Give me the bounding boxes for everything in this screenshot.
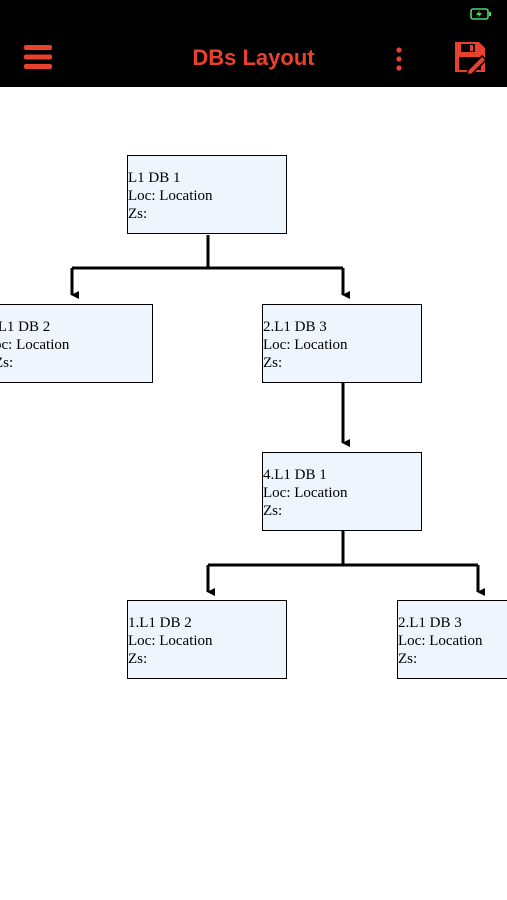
db-node-name: 1.L1 DB 2 (128, 615, 192, 631)
db-node-location: Loc: Location (398, 633, 483, 649)
vertical-dots-icon[interactable] (390, 44, 408, 74)
db-node-name: L1 DB 1 (128, 170, 181, 186)
save-edit-icon[interactable] (452, 39, 488, 76)
db-node-zs: Zs: (398, 651, 418, 667)
db-node-zs: Zs: (0, 355, 14, 371)
db-node-left[interactable]: .L1 DB 2 oc: Location Zs: (0, 304, 153, 383)
db-node-location: Loc: Location (128, 633, 213, 649)
db-node-location: Loc: Location (263, 485, 348, 501)
app-bar (0, 28, 507, 87)
connector-lines (70, 235, 485, 596)
connector-root-children (72, 235, 343, 270)
db-node-zs: Zs: (128, 651, 148, 667)
db-node-location: oc: Location (0, 337, 70, 353)
db-node-location: Loc: Location (263, 337, 348, 353)
hamburger-menu-icon[interactable] (22, 41, 54, 73)
db-node-zs: Zs: (263, 503, 283, 519)
db-node-zs: Zs: (263, 355, 283, 371)
db-node-location: Loc: Location (128, 188, 213, 204)
db-node-name: 2.L1 DB 3 (398, 615, 462, 631)
db-node-root[interactable]: L1 DB 1 Loc: Location Zs: (127, 155, 287, 234)
battery-charging-icon (470, 8, 491, 20)
db-node-sub-right[interactable]: 2.L1 DB 3 Loc: Location Zs: (397, 600, 507, 679)
status-bar (0, 0, 507, 28)
db-node-name: 2.L1 DB 3 (263, 319, 327, 335)
db-node-name: 4.L1 DB 1 (263, 467, 327, 483)
connector-sub-children (208, 531, 478, 567)
db-node-sub-left[interactable]: 1.L1 DB 2 Loc: Location Zs: (127, 600, 287, 679)
diagram-canvas[interactable]: L1 DB 1 Loc: Location Zs: .L1 DB 2 oc: L… (0, 87, 507, 900)
db-node-zs: Zs: (128, 206, 148, 222)
db-node-mid[interactable]: 2.L1 DB 3 Loc: Location Zs: (262, 304, 422, 383)
db-node-sub[interactable]: 4.L1 DB 1 Loc: Location Zs: (262, 452, 422, 531)
db-node-name: .L1 DB 2 (0, 319, 51, 335)
